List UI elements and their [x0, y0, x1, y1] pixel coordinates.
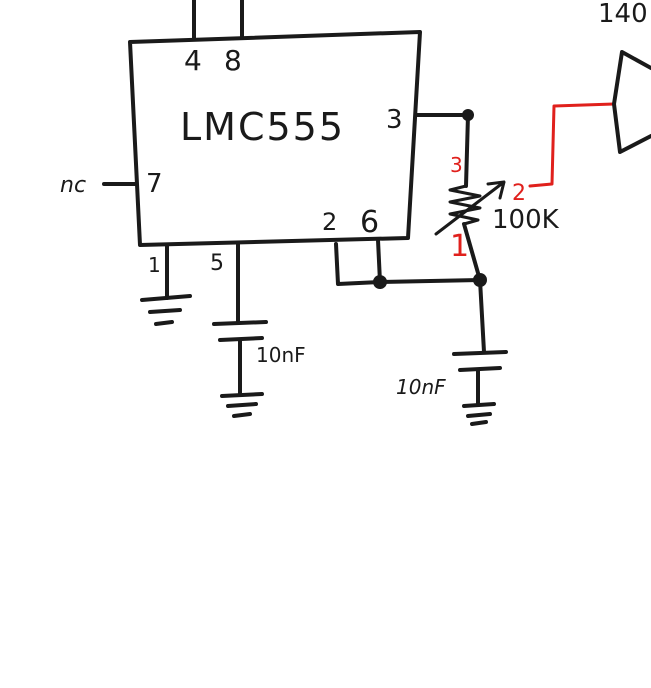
pot-value: 100K	[492, 205, 560, 235]
timing-cap-value: 10nF	[396, 375, 446, 399]
nc-label: nc	[60, 173, 86, 198]
pin6-wire	[376, 238, 382, 284]
control-cap-value: 10nF	[256, 343, 306, 367]
wiper-wire	[528, 102, 616, 188]
pot-top-lead	[464, 113, 470, 188]
pot-pin1-label: 1	[450, 229, 469, 264]
speaker-icon	[612, 50, 651, 154]
pot-wiper-arrow	[434, 180, 506, 236]
pin2-wire	[334, 242, 382, 286]
top-right-partial-label: 140	[598, 0, 648, 29]
control-cap-plate-top	[212, 320, 268, 326]
ground-symbol-timing	[462, 402, 496, 426]
ic-label: LMC555	[180, 105, 345, 149]
pin5-number: 5	[210, 251, 224, 276]
pot-pin3-label: 3	[450, 153, 463, 177]
pin4-number: 4	[184, 44, 202, 77]
timing-cap-lead	[478, 278, 486, 354]
potentiometer-body	[448, 184, 482, 226]
pin2-number: 2	[322, 208, 337, 236]
pot-pin2-label: 2	[512, 181, 526, 206]
pin3-number: 3	[386, 105, 403, 135]
pin7-number: 7	[146, 169, 163, 199]
timing-cap-plate-bottom	[458, 366, 502, 372]
pot-bottom-lead	[462, 222, 482, 282]
ic-body	[128, 30, 422, 247]
pin6-number: 6	[360, 205, 379, 240]
ground-symbol-pin1	[140, 294, 192, 326]
pin1-number: 1	[148, 253, 161, 277]
pin8-number: 8	[224, 44, 242, 77]
timing-cap-plate-top	[452, 350, 508, 356]
trigger-threshold-wire	[378, 278, 482, 284]
ground-symbol-cap5	[220, 392, 264, 418]
